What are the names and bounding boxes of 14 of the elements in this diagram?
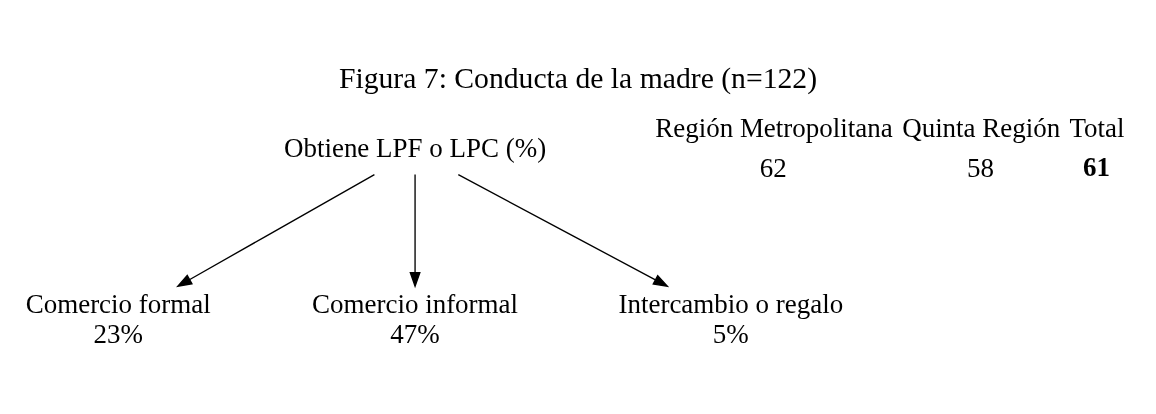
node-text: Obtiene LPF o LPC (%) <box>283 132 547 163</box>
node-text: Comercio formal 23% <box>25 288 211 349</box>
label: Quinta Región <box>902 112 1061 143</box>
label: 61 <box>1082 151 1110 182</box>
arrow <box>409 173 421 288</box>
label: Región Metropolitana <box>655 112 893 143</box>
node-text: Comercio informal 47% <box>312 288 519 349</box>
label: 58 <box>966 152 994 183</box>
label: 62 <box>759 152 787 183</box>
node-text: Intercambio o regalo 5% <box>618 288 844 349</box>
label: Total <box>1069 112 1125 143</box>
diagram-title: Figura 7: Conducta de la madre (n=122) <box>338 61 818 94</box>
arrow <box>176 173 376 287</box>
arrow <box>457 173 670 287</box>
